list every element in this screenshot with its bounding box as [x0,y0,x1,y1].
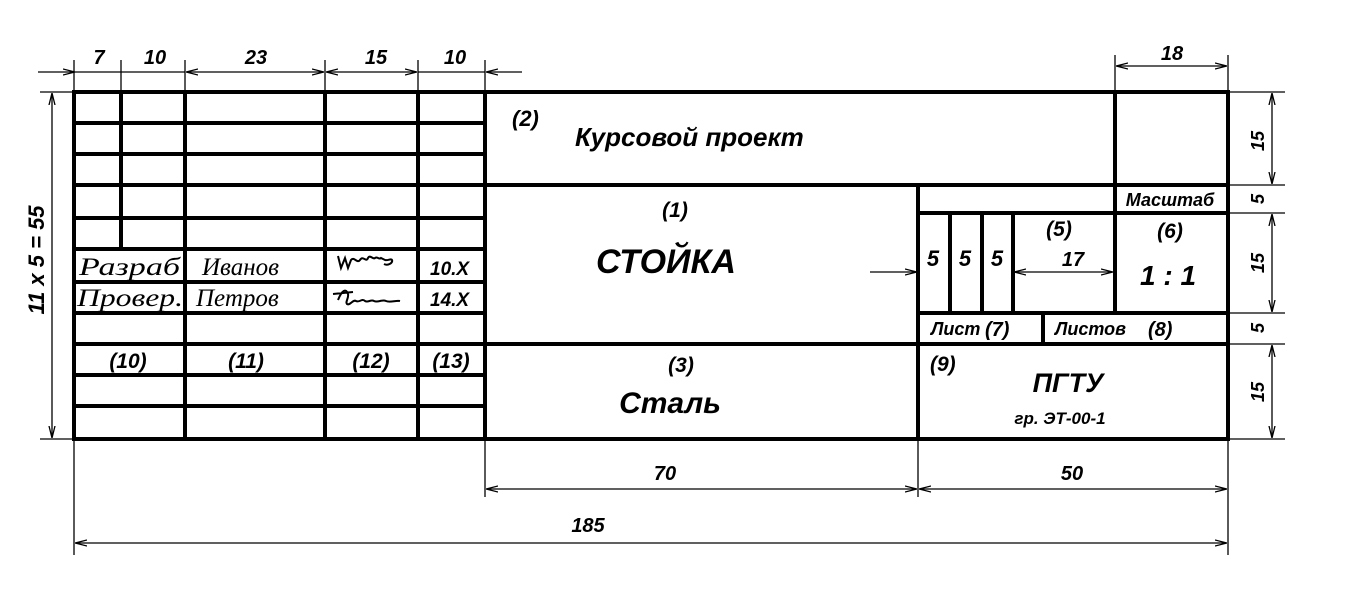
dim-5a: 5 [927,246,940,271]
dim-5c: 5 [991,246,1004,271]
name-checker: Петров [195,285,279,312]
column-ref-10: (10) [109,350,146,373]
dim-17: 17 [1062,249,1085,271]
part-name: СТОЙКА [596,242,736,281]
scale-label: Масштаб [1126,190,1215,210]
dim-15: 15 [365,47,388,69]
signature-checker [332,289,401,306]
group-code: гр. ЭТ-00-1 [1014,409,1105,428]
dim-55: 11 x 5 = 55 [24,205,49,315]
outer-frame [72,90,1230,441]
dim-18: 18 [1161,43,1184,65]
dim-10a: 10 [144,47,166,69]
document-title: Курсовой проект [575,122,804,152]
field-ref-7: (7) [985,319,1010,341]
organization-name: ПГТУ [1033,368,1105,398]
dim-50: 50 [1061,463,1083,485]
dim-10b: 10 [444,47,466,69]
dim-5b: 5 [959,246,972,271]
scale-value: 1 : 1 [1140,260,1196,291]
dim-70: 70 [654,463,676,485]
role-checker: Провер. [76,285,183,312]
signature-row-2: Провер. Петров 14.Х [76,285,471,312]
dim-23: 23 [244,47,267,69]
material-name: Сталь [619,387,721,420]
date-checker: 14.Х [430,290,470,311]
column-ref-12: (12) [352,350,389,373]
dim-right-15b: 15 [1248,252,1268,273]
field-ref-9: (9) [930,353,956,376]
field-ref-2: (2) [512,106,539,131]
dimension-lines [38,55,1285,555]
field-ref-8: (8) [1148,319,1173,341]
dim-right-5a: 5 [1248,193,1268,204]
grid-lines [72,90,1230,441]
date-developer: 10.Х [430,259,470,280]
dim-right-5b: 5 [1248,322,1268,333]
dim-185: 185 [571,515,605,537]
field-ref-5: (5) [1046,218,1072,241]
role-developer: Разраб [78,254,182,281]
column-ref-13: (13) [432,350,469,373]
dim-right-15c: 15 [1248,381,1268,402]
signature-developer [337,254,394,272]
column-ref-11: (11) [228,350,264,373]
dim-right-15a: 15 [1248,130,1268,151]
sheets-label: Листов [1053,319,1126,339]
name-developer: Иванов [201,254,279,281]
signature-row-1: Разраб Иванов 10.Х [78,254,471,281]
field-ref-1: (1) [662,199,688,222]
field-ref-3: (3) [668,354,694,377]
dim-7: 7 [93,47,105,69]
sheet-label: Лист [929,319,980,339]
field-ref-6: (6) [1157,220,1183,243]
